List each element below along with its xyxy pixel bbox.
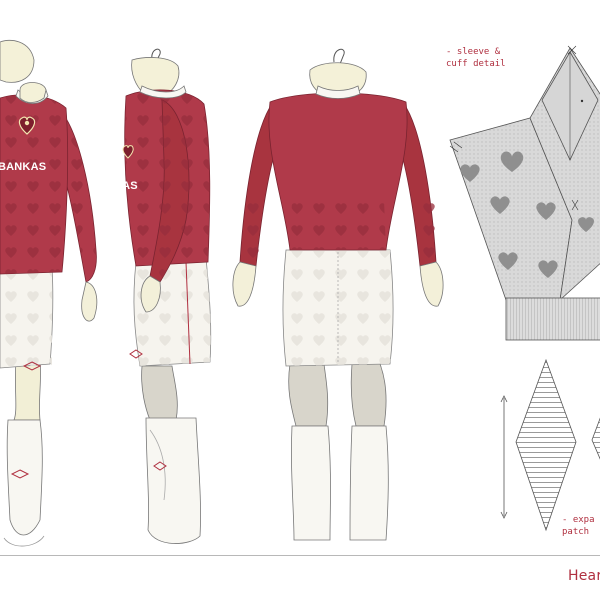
side-sponsor-text: KAS bbox=[114, 180, 138, 192]
expanded-patch-detail bbox=[500, 358, 600, 532]
back-left-sock bbox=[291, 425, 331, 541]
side-view-figure bbox=[122, 48, 212, 544]
heart-pattern-icon bbox=[460, 151, 594, 278]
left-sock bbox=[6, 419, 43, 536]
cuff-rib bbox=[505, 297, 600, 341]
back-right-sock bbox=[349, 425, 389, 541]
expand-arrow-icon bbox=[500, 395, 508, 519]
kit-maker-logo-icon bbox=[22, 361, 42, 371]
front-sponsor-text: BANKAS bbox=[0, 161, 47, 173]
back-view-figure bbox=[232, 48, 444, 541]
hanger-icon bbox=[151, 48, 161, 63]
side-sock bbox=[145, 417, 201, 544]
crest-icon bbox=[18, 116, 36, 135]
front-view-figure bbox=[0, 39, 98, 547]
footer-brand-text: Hear bbox=[568, 568, 600, 584]
sleeve-cuff-detail bbox=[449, 45, 600, 341]
sleeve-cuff-note: - sleeve & cuff detail bbox=[446, 47, 506, 69]
patch-diamond-2 bbox=[591, 417, 600, 460]
patch-diamond bbox=[515, 358, 577, 532]
expanded-patch-note: - expa patch bbox=[562, 515, 595, 537]
footer-divider bbox=[0, 555, 600, 556]
